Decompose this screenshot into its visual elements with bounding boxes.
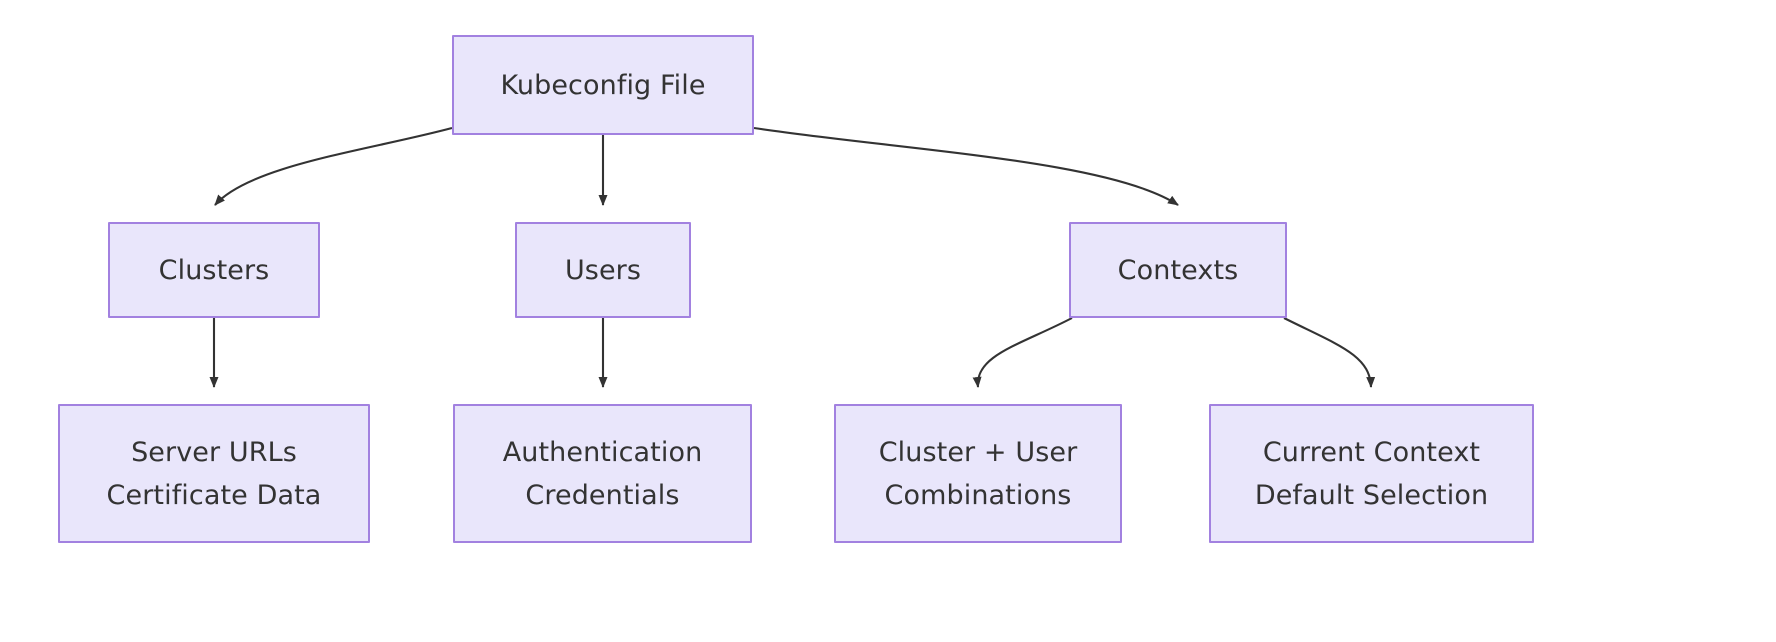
node-label-line1: Authentication: [502, 436, 703, 468]
node-label-line1: Users: [564, 254, 642, 286]
node-current-context-default-selection[interactable]: Current Context Default Selection: [1209, 404, 1534, 543]
node-label-line2: Default Selection: [1254, 479, 1489, 511]
node-label-line1: Contexts: [1117, 254, 1239, 286]
node-users[interactable]: Users: [515, 222, 691, 318]
node-label-line2: Credentials: [525, 479, 680, 511]
node-label-line1: Server URLs: [131, 436, 297, 468]
node-contexts[interactable]: Contexts: [1069, 222, 1287, 318]
node-label-line1: Cluster + User: [878, 436, 1078, 468]
edge-kubeconfig-to-clusters: [214, 126, 453, 206]
node-clusters[interactable]: Clusters: [108, 222, 320, 318]
node-label-line2: Certificate Data: [106, 479, 322, 511]
edge-contexts-to-current-context: [1283, 317, 1376, 388]
node-label-line1: Current Context: [1262, 436, 1481, 468]
edge-contexts-to-cluster-user: [972, 317, 1073, 388]
node-label-line1: Clusters: [158, 254, 270, 286]
node-cluster-user-combinations[interactable]: Cluster + User Combinations: [834, 404, 1122, 543]
node-label-line2: Combinations: [884, 479, 1072, 511]
node-authentication-credentials[interactable]: Authentication Credentials: [453, 404, 752, 543]
node-kubeconfig-file[interactable]: Kubeconfig File: [452, 35, 754, 135]
node-label-line1: Kubeconfig File: [500, 69, 706, 101]
edge-kubeconfig-to-contexts: [753, 126, 1179, 206]
node-server-urls-certificate-data[interactable]: Server URLs Certificate Data: [58, 404, 370, 543]
